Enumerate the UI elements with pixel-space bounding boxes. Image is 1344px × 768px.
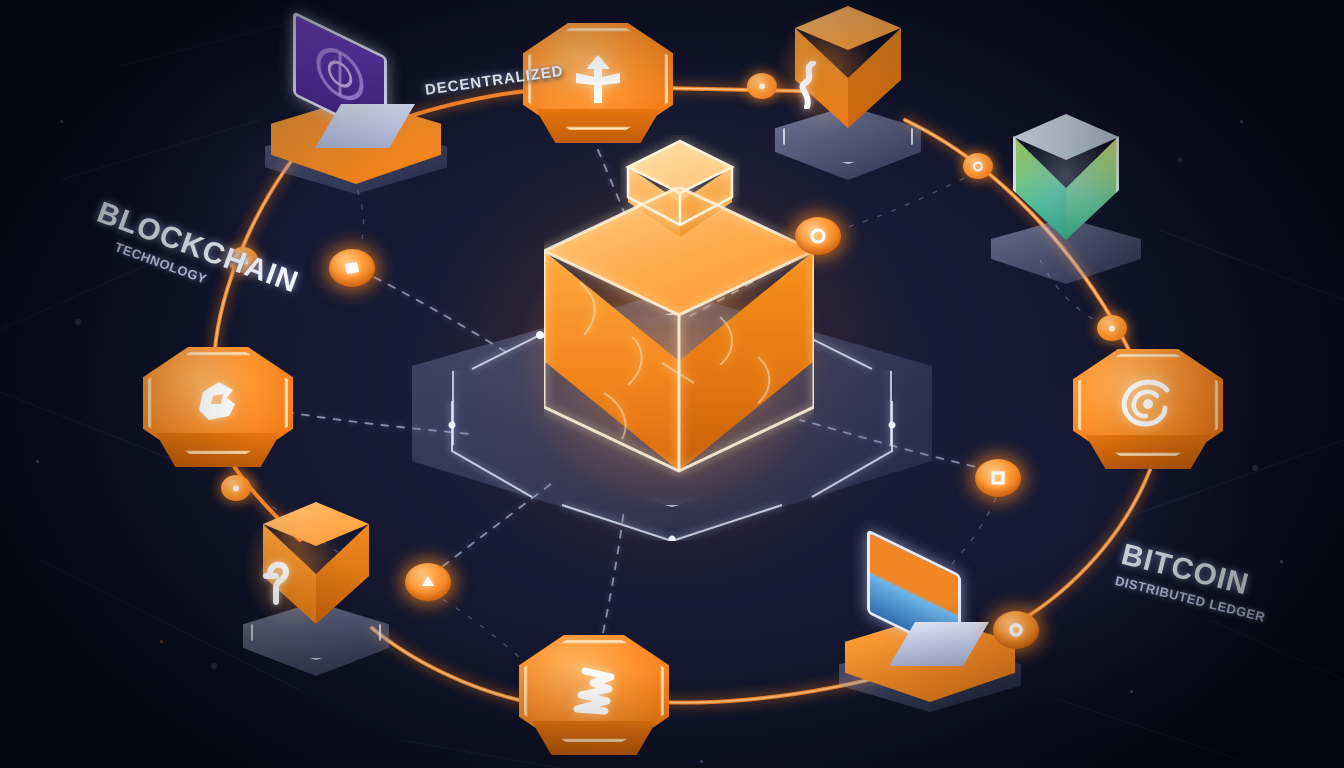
- node-bottom-coin[interactable]: [519, 635, 669, 765]
- bead-lower-left[interactable]: [405, 563, 451, 601]
- bead-upper-left[interactable]: [329, 249, 375, 287]
- node-top-coin[interactable]: [523, 23, 673, 153]
- ring-bead-icon: [1109, 325, 1115, 331]
- bead-right-inner[interactable]: [795, 217, 841, 255]
- link-bead-icon: [991, 471, 1005, 485]
- server-node-icon: [785, 54, 835, 116]
- node-top-right-box[interactable]: [757, 0, 923, 182]
- bead-lower-right[interactable]: [993, 611, 1039, 649]
- label-blockchain: BLOCKCHAIN TECHNOLOGY: [87, 196, 303, 316]
- ring-bead-icon: [759, 83, 765, 89]
- link-bead-icon: [1009, 623, 1023, 637]
- link-bead-icon: [345, 262, 359, 274]
- ring-bead-icon: [233, 485, 239, 491]
- node-bottom-left-box[interactable]: [225, 482, 391, 678]
- lock-node-icon: [253, 550, 303, 612]
- central-block[interactable]: [392, 139, 952, 571]
- glass-cube-shine: [995, 100, 1137, 250]
- central-cube: [544, 139, 814, 487]
- ledger-node-icon: [519, 635, 669, 747]
- link-bead-icon: [973, 161, 983, 171]
- wallet-node-icon: [143, 347, 293, 459]
- node-glass-cube[interactable]: [991, 100, 1141, 286]
- node-right-coin[interactable]: [1073, 349, 1223, 479]
- bead-mid-right[interactable]: [975, 459, 1021, 497]
- swirl-node-icon: [1073, 349, 1223, 461]
- link-bead-icon: [810, 228, 826, 244]
- node-top-left-laptop[interactable]: [265, 11, 447, 194]
- node-bottom-right-laptop[interactable]: [839, 529, 1021, 712]
- link-bead-icon: [422, 576, 434, 586]
- bead-ring-right[interactable]: [1097, 315, 1127, 341]
- bead-ring-left[interactable]: [221, 475, 251, 501]
- node-left-coin[interactable]: [143, 347, 293, 477]
- bead-ring-top[interactable]: [747, 73, 777, 99]
- label-bitcoin: BITCOIN DISTRIBUTED LEDGER: [1114, 538, 1276, 625]
- bead-right-outer[interactable]: [963, 153, 993, 179]
